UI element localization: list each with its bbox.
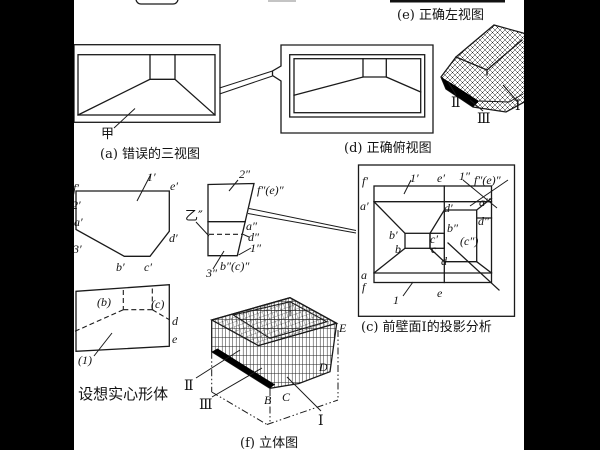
fv-label-bp: b′ bbox=[116, 260, 125, 274]
pa-label-ep: e′ bbox=[437, 171, 445, 185]
pa-label-1: 1 bbox=[393, 293, 399, 307]
pa-label-f: f bbox=[362, 280, 367, 294]
sv-label-ds: d″ bbox=[248, 230, 260, 244]
sv-label-as: a″ bbox=[246, 219, 258, 233]
label-1-leader bbox=[93, 332, 113, 357]
tv-label-c: (c) bbox=[151, 297, 164, 311]
connector-wedge-a-to-d bbox=[219, 70, 273, 95]
basket-leader-lines bbox=[447, 81, 518, 112]
sv-label-yi: 乙″ bbox=[185, 209, 203, 224]
basket-dark-edge bbox=[441, 77, 479, 107]
label-1p-leader bbox=[136, 173, 152, 202]
pa-label-b: b bbox=[395, 242, 401, 256]
fv-label-3p: 3′ bbox=[72, 242, 82, 256]
pa-label-ds: d″ bbox=[478, 214, 490, 228]
sv-label-3s: 3″ bbox=[205, 266, 218, 280]
caption-view-f: (f) 立体图 bbox=[240, 436, 298, 450]
caption-view-a: (a) 错误的三视图 bbox=[100, 146, 200, 162]
basket-label-II: Ⅱ bbox=[451, 95, 461, 111]
fv-label-fp: f′ bbox=[73, 181, 79, 195]
faint-line-remnant bbox=[268, 0, 296, 2]
side-view-shape bbox=[195, 179, 357, 270]
fv-label-1p: 1′ bbox=[147, 170, 156, 184]
pa-label-c: c bbox=[431, 242, 437, 256]
top-view-parallelogram bbox=[74, 284, 170, 357]
sv-label-1s: 1″ bbox=[250, 241, 262, 255]
pa-label-fp: f′ bbox=[362, 174, 368, 188]
sv-label-2s: 2″ bbox=[239, 167, 251, 181]
sv-label-fe: f″(e)″ bbox=[257, 183, 285, 197]
iso-label-D: D bbox=[318, 360, 328, 374]
fv-label-2p: 2′ bbox=[72, 198, 81, 212]
pa-label-cs: (c″) bbox=[460, 234, 478, 248]
tv-label-b: (b) bbox=[97, 295, 111, 309]
cropped-box-remnant bbox=[135, 0, 179, 5]
connector-wedge-side-to-c bbox=[247, 208, 357, 234]
caption-view-e: (e) 正确左视图 bbox=[397, 8, 484, 23]
pa-label-fe: f″(e)″ bbox=[474, 173, 502, 187]
basket-pictorial bbox=[440, 24, 529, 113]
iso-label-C: C bbox=[282, 390, 291, 404]
iso-label-III: Ⅲ bbox=[199, 397, 213, 413]
iso-label-II: Ⅱ bbox=[184, 378, 194, 394]
caption-view-d: (d) 正确俯视图 bbox=[344, 140, 432, 156]
pa-label-bs: b″ bbox=[447, 221, 459, 235]
fv-label-ep: e′ bbox=[170, 179, 178, 193]
pa-label-as: a″ bbox=[479, 195, 491, 209]
view-d-correct-top-view bbox=[271, 44, 434, 134]
basket-label-I: Ⅰ bbox=[515, 98, 521, 114]
phantom-bounding-box bbox=[211, 330, 339, 425]
iso-label-I: Ⅰ bbox=[318, 413, 324, 429]
sv-label-bc: b″(c)″ bbox=[220, 259, 250, 273]
fv-label-ap: a′ bbox=[74, 215, 83, 229]
fv-label-cp: c′ bbox=[144, 260, 152, 274]
pa-label-a: a bbox=[361, 268, 367, 282]
tv-label-d: d bbox=[172, 314, 179, 328]
label-jia: 甲 bbox=[101, 127, 114, 142]
tv-label-1: (1) bbox=[78, 353, 92, 367]
caption-view-b: (b) 设想实心形体 bbox=[52, 385, 168, 403]
pa-label-1p: 1′ bbox=[410, 171, 419, 185]
pa-label-e: e bbox=[437, 286, 443, 300]
iso-label-B: B bbox=[264, 393, 272, 407]
pa-label-dp: d′ bbox=[444, 201, 453, 215]
pa-label-ap: a′ bbox=[360, 199, 369, 213]
pa-label-cp: c′ bbox=[430, 232, 438, 246]
tv-label-e: e bbox=[172, 332, 178, 346]
iso-label-E: E bbox=[338, 321, 347, 335]
pa-label-1s: 1″ bbox=[459, 169, 471, 183]
caption-view-c: (c) 前壁面Ⅰ的投影分析 bbox=[361, 319, 492, 335]
projection-analysis-box bbox=[357, 164, 516, 317]
view-e-box-bottom-edge bbox=[390, 0, 505, 3]
pa-label-d: d bbox=[441, 254, 448, 268]
view-a-wrong-drawing bbox=[73, 44, 273, 129]
pa-label-bp: b′ bbox=[389, 228, 398, 242]
isometric-pictorial bbox=[195, 297, 339, 425]
left-letterbox-bar bbox=[0, 0, 74, 450]
fv-label-dp: d′ bbox=[169, 231, 178, 245]
front-view-polygon bbox=[75, 173, 170, 257]
jia-leader-line bbox=[113, 108, 136, 129]
cropped-top-remnants bbox=[135, 0, 505, 5]
right-letterbox-bar bbox=[524, 0, 600, 450]
iso-leader-lines bbox=[195, 349, 322, 412]
basket-label-III: Ⅲ bbox=[477, 111, 491, 127]
